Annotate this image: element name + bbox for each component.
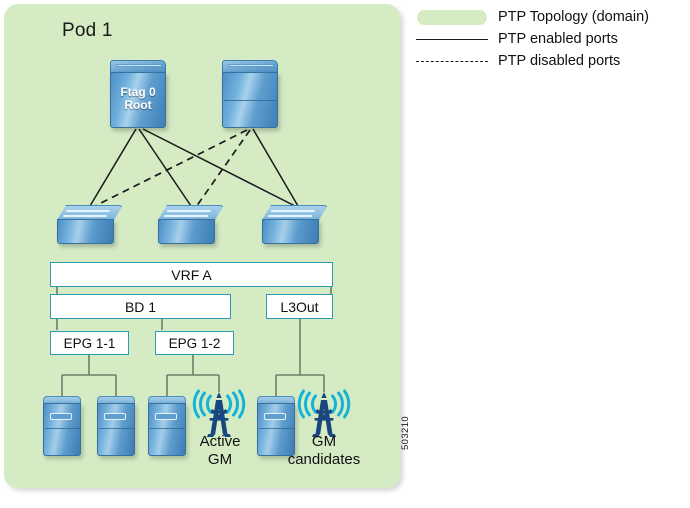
leaf-switch-1[interactable]: [57, 205, 123, 245]
solid-line-icon: [416, 38, 488, 40]
leaf-1-port-row-b: [63, 215, 107, 217]
legend-key-disabled: [414, 60, 490, 62]
leaf-switch-3[interactable]: [262, 205, 328, 245]
leaf-2-port-row-a: [167, 210, 211, 212]
server-epg11-b-chassis: [97, 403, 135, 456]
server-l3out-a[interactable]: [257, 396, 295, 456]
leaf-2-lid: [158, 205, 224, 220]
figure-id-label: 503210: [400, 415, 411, 450]
bd-box[interactable]: BD 1: [50, 294, 231, 319]
leaf-3-port-row-a: [271, 210, 315, 212]
epg-box-1-1[interactable]: EPG 1-1: [50, 331, 129, 355]
server-epg12-a[interactable]: [148, 396, 186, 456]
server-epg11-b-seam: [99, 428, 135, 429]
legend: PTP Topology (domain) PTP enabled ports …: [414, 6, 686, 72]
server-l3out-a-seam: [259, 428, 295, 429]
server-epg11-a[interactable]: [43, 396, 81, 456]
legend-label-domain: PTP Topology (domain): [498, 9, 649, 25]
spine-1-label-line1: Ftag 0: [120, 85, 156, 99]
leaf-1-lid: [57, 205, 123, 220]
spine-2-module-seam: [224, 100, 276, 101]
legend-label-enabled: PTP enabled ports: [498, 31, 618, 47]
gm-candidates-caption: GM candidates: [272, 433, 376, 469]
server-epg11-a-drive-bay: [50, 413, 72, 420]
server-epg12-a-drive-bay: [155, 413, 177, 420]
domain-swatch-icon: [417, 9, 487, 25]
active-gm-caption-line2: GM: [207, 451, 233, 468]
server-epg11-b-drive-bay: [104, 413, 126, 420]
spine-switch-1[interactable]: Ftag 0 Root: [110, 60, 166, 128]
spine-1-slot: [116, 64, 162, 67]
gm-candidates-antenna-icon: [297, 389, 351, 441]
dashed-line-icon: [416, 60, 488, 62]
legend-label-disabled: PTP disabled ports: [498, 53, 621, 69]
legend-row-domain: PTP Topology (domain): [414, 6, 686, 28]
server-l3out-a-drive-bay: [264, 413, 286, 420]
vrf-box[interactable]: VRF A: [50, 262, 333, 287]
l3out-box[interactable]: L3Out: [266, 294, 333, 319]
leaf-1-front: [57, 219, 114, 244]
server-epg12-a-seam: [150, 428, 186, 429]
spine-switch-2[interactable]: [222, 60, 278, 128]
leaf-1-port-row-a: [66, 210, 110, 212]
server-epg11-b[interactable]: [97, 396, 135, 456]
leaf-2-port-row-b: [164, 215, 208, 217]
active-gm-caption-line1: Active: [199, 433, 241, 450]
server-epg11-a-seam: [45, 428, 81, 429]
legend-key-enabled: [414, 38, 490, 40]
gm-candidates-caption-line2: candidates: [287, 451, 361, 468]
server-epg12-a-chassis: [148, 403, 186, 456]
gm-candidates-caption-line1: GM: [311, 433, 337, 450]
leaf-3-front: [262, 219, 319, 244]
spine-1-label: Ftag 0 Root: [110, 86, 166, 112]
legend-row-enabled: PTP enabled ports: [414, 28, 686, 50]
epg-box-1-2[interactable]: EPG 1-2: [155, 331, 234, 355]
server-l3out-a-chassis: [257, 403, 295, 456]
legend-key-domain: [414, 9, 490, 25]
leaf-2-front: [158, 219, 215, 244]
leaf-3-lid: [262, 205, 328, 220]
server-epg11-a-chassis: [43, 403, 81, 456]
pod-title: Pod 1: [62, 20, 113, 41]
spine-2-chassis-body: [222, 72, 278, 128]
leaf-switch-2[interactable]: [158, 205, 224, 245]
active-gm-caption: Active GM: [185, 433, 255, 469]
legend-row-disabled: PTP disabled ports: [414, 50, 686, 72]
spine-2-slot: [228, 64, 274, 67]
leaf-3-port-row-b: [268, 215, 312, 217]
spine-1-chassis-body: [110, 72, 166, 128]
active-gm-antenna-icon: [192, 389, 246, 441]
spine-1-label-line2: Root: [124, 98, 152, 112]
